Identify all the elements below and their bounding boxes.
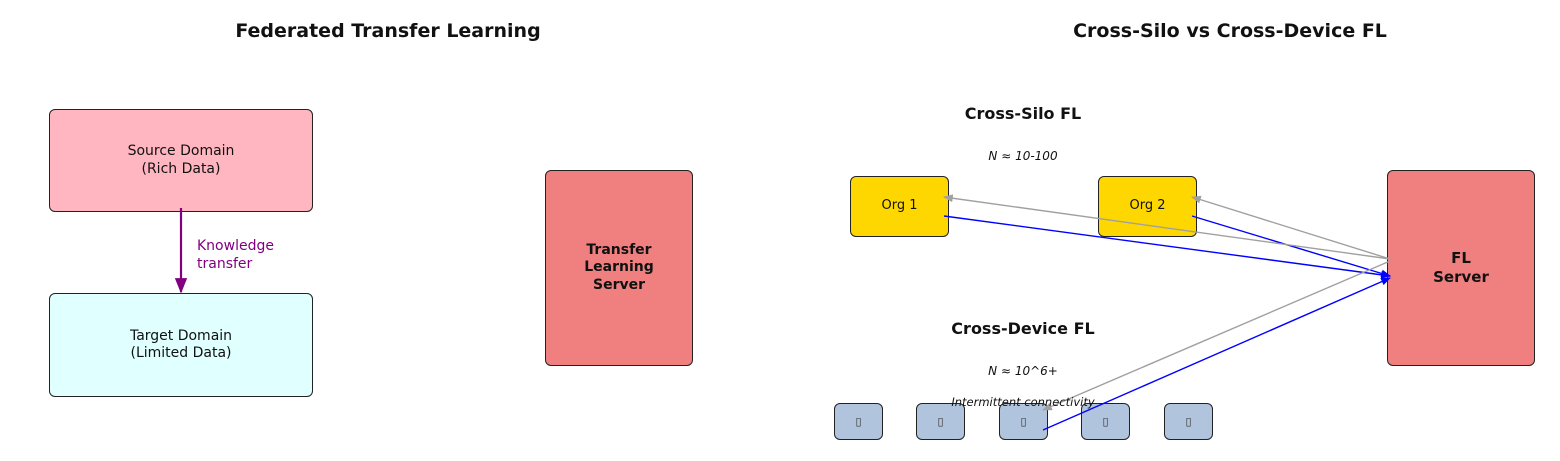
device-upload-arrow: [1042, 277, 1391, 431]
device-icon: ▯: [1185, 414, 1192, 428]
fl-server-label: FL Server: [1433, 249, 1489, 286]
org-2-box: Org 2: [1098, 176, 1197, 237]
right-panel-title: Cross-Silo vs Cross-Device FL: [1073, 20, 1387, 42]
left-panel-title: Federated Transfer Learning: [235, 20, 541, 42]
org-1-label: Org 1: [881, 198, 918, 214]
device-icon: ▯: [1020, 414, 1027, 428]
transfer-learning-server-label: Transfer Learning Server: [584, 241, 654, 293]
device-box: ▯: [1164, 403, 1213, 440]
source-domain-label: Source Domain (Rich Data): [127, 143, 235, 177]
device-download-arrow: [1042, 260, 1391, 411]
source-domain-box: Source Domain (Rich Data): [49, 109, 313, 212]
cross-device-count: N ≈ 10^6+: [988, 364, 1058, 378]
org-2-download-arrow: [1191, 195, 1391, 260]
device-icon: ▯: [937, 414, 944, 428]
org-2-upload-arrow: [1191, 215, 1391, 278]
target-domain-label: Target Domain (Limited Data): [129, 327, 233, 362]
device-box: ▯: [916, 403, 965, 440]
device-icon: ▯: [1102, 414, 1109, 428]
org-1-download-arrow: [943, 194, 1391, 260]
org-1-box: Org 1: [850, 176, 949, 237]
transfer-learning-server-box: Transfer Learning Server: [545, 170, 693, 366]
device-box: ▯: [999, 403, 1048, 440]
cross-silo-heading: Cross-Silo FL: [964, 104, 1082, 123]
knowledge-transfer-label: Knowledge transfer: [197, 238, 274, 272]
org-1-upload-arrow: [943, 215, 1391, 279]
fl-server-box: FL Server: [1387, 170, 1535, 366]
device-box: ▯: [834, 403, 883, 440]
org-2-label: Org 2: [1129, 198, 1166, 214]
cross-silo-count: N ≈ 10-100: [988, 149, 1058, 163]
intermittent-connectivity-note: Intermittent connectivity: [951, 395, 1095, 409]
device-icon: ▯: [855, 414, 862, 428]
cross-device-heading: Cross-Device FL: [951, 319, 1095, 338]
